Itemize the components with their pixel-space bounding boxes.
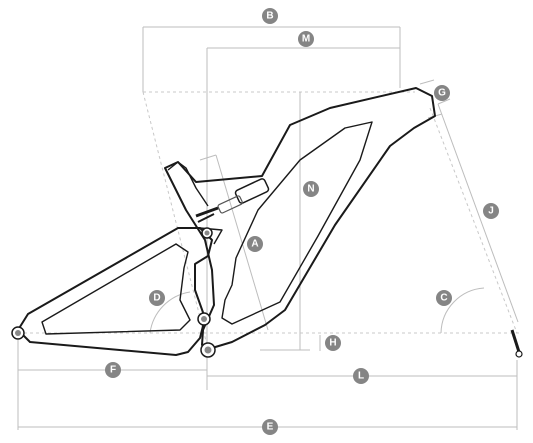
dim-a-line bbox=[215, 154, 269, 331]
badge-a: A bbox=[247, 236, 263, 252]
badge-f: F bbox=[105, 362, 121, 378]
dim-g-top bbox=[419, 79, 435, 85]
badge-e: E bbox=[262, 419, 278, 435]
dim-head-angle-dash bbox=[429, 107, 518, 334]
svg-text:H: H bbox=[329, 338, 336, 349]
svg-text:E: E bbox=[267, 422, 274, 433]
svg-text:C: C bbox=[440, 293, 447, 304]
badge-d: D bbox=[149, 290, 165, 306]
badge-g: G bbox=[434, 85, 450, 101]
dim-j-top-tick bbox=[437, 98, 451, 105]
svg-text:G: G bbox=[438, 88, 446, 99]
dim-a-top-tick bbox=[199, 154, 217, 161]
badge-j: J bbox=[483, 203, 499, 219]
front-axle-dot bbox=[515, 350, 523, 358]
bike-frame bbox=[11, 87, 523, 358]
badge-c: C bbox=[436, 290, 452, 306]
dim-d-arc bbox=[149, 291, 191, 334]
rear-triangle-inner bbox=[41, 243, 191, 335]
svg-text:A: A bbox=[251, 239, 258, 250]
svg-text:D: D bbox=[153, 293, 160, 304]
badge-m: M bbox=[298, 31, 314, 47]
badge-l: L bbox=[353, 368, 369, 384]
rear-shock bbox=[195, 178, 270, 223]
rear-triangle-outer bbox=[17, 227, 213, 356]
front-triangle-inner bbox=[221, 121, 373, 325]
svg-text:J: J bbox=[488, 206, 494, 217]
svg-text:M: M bbox=[302, 34, 310, 45]
chainstay-pivot bbox=[197, 312, 211, 326]
dim-c-arc bbox=[440, 287, 485, 334]
badge-b: B bbox=[262, 8, 278, 24]
fork-stub bbox=[510, 329, 521, 353]
rear-axle-pivot bbox=[11, 326, 25, 340]
svg-text:N: N bbox=[307, 184, 314, 195]
badge-n: N bbox=[303, 181, 319, 197]
badge-h: H bbox=[325, 335, 341, 351]
svg-text:B: B bbox=[266, 11, 273, 22]
badges: B M G J N A D C H F L E bbox=[105, 8, 499, 435]
bottom-bracket bbox=[200, 342, 216, 358]
seat-collar bbox=[167, 161, 209, 207]
svg-text:L: L bbox=[358, 371, 364, 382]
dim-seat-angle-dash bbox=[142, 91, 209, 350]
upper-link-pivot bbox=[201, 227, 213, 239]
dim-j-line bbox=[437, 103, 519, 323]
svg-text:F: F bbox=[110, 365, 116, 376]
